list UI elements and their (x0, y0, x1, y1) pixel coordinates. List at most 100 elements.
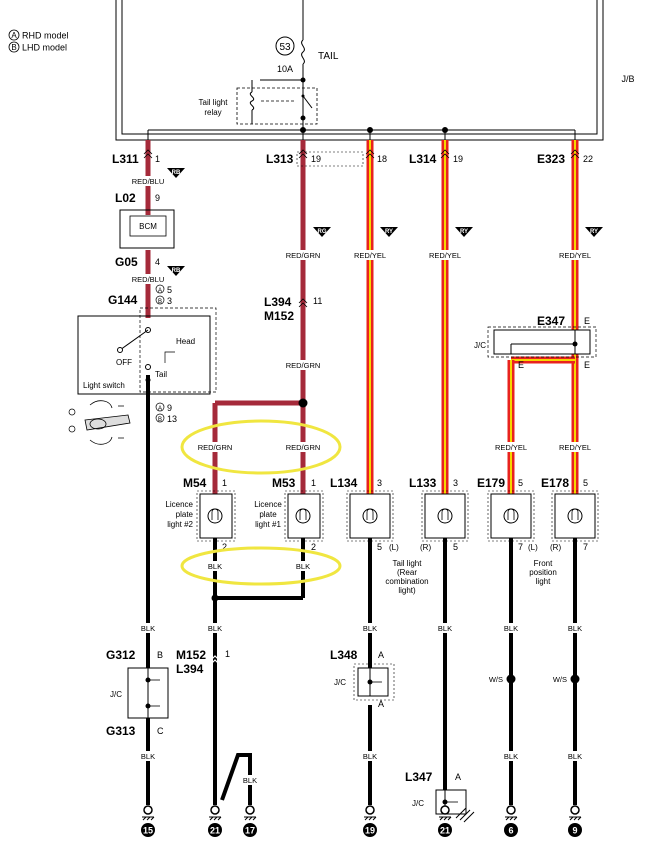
jb-label: J/B (621, 74, 634, 84)
ground-label: 15 (143, 826, 153, 836)
svg-text:7: 7 (518, 542, 523, 552)
label-blk-7: BLK (141, 752, 155, 761)
tail-light-desc-1: Tail light (393, 559, 423, 568)
lamp-m54: M54 1 2 Licence plate light #2 (165, 476, 236, 552)
connector-m152-lower: M152 (176, 648, 206, 662)
switch-off-label: OFF (116, 358, 132, 367)
label-blk-1: BLK (141, 624, 155, 633)
badge-ry-1: RY (385, 229, 393, 235)
svg-text:4: 4 (155, 257, 160, 267)
connector-e347: E347 (537, 314, 565, 328)
svg-text:5: 5 (453, 542, 458, 552)
label-red-yel-3: RED/YEL (559, 251, 591, 260)
label-red-yel-5: RED/YEL (559, 443, 591, 452)
relay-label-1: Tail light (199, 98, 229, 107)
svg-text:A: A (378, 699, 384, 709)
badge-rb-1: RB (172, 170, 181, 176)
switch-head-label: Head (176, 337, 195, 346)
svg-text:A: A (158, 288, 162, 294)
label-red-blu-1: RED/BLU (132, 177, 165, 186)
svg-text:3: 3 (453, 478, 458, 488)
ground-label: 19 (365, 826, 375, 836)
connector-l394: L394 (264, 295, 292, 309)
svg-text:light): light) (398, 586, 416, 595)
label-ws-2: W/S (553, 675, 567, 684)
front-pos-desc-1: Front (534, 559, 553, 568)
ground-symbol: 21 (438, 805, 452, 837)
light-switch-group: A 5 B 3 G144 OFF Tail Head Light switch … (68, 284, 217, 445)
ground-symbol: 15 (141, 805, 155, 837)
svg-text:light: light (536, 577, 551, 586)
label-red-grn-1: RED/GRN (286, 251, 321, 260)
svg-text:5: 5 (583, 478, 588, 488)
label-blk-8: BLK (363, 752, 377, 761)
legend-a-mark: A (11, 31, 17, 40)
svg-text:11: 11 (313, 296, 322, 306)
bcm-label: BCM (139, 222, 157, 231)
connector-l02: L02 (115, 191, 136, 205)
connector-m152: M152 (264, 309, 294, 323)
lamp-e179-name: E179 (477, 476, 505, 490)
svg-text:plate: plate (259, 510, 277, 519)
connector-g05: G05 (115, 255, 138, 269)
connector-m152-l394-lower: M152 L394 1 (176, 648, 230, 676)
e347-jc-label: J/C (474, 341, 486, 350)
ground-symbol: 9 (568, 805, 582, 837)
ground-label: 17 (245, 826, 255, 836)
svg-text:9: 9 (167, 403, 172, 413)
svg-text:E: E (584, 316, 590, 326)
svg-text:(L): (L) (389, 543, 399, 552)
label-blk-m54: BLK (208, 562, 222, 571)
ground-symbol: 17 (243, 805, 257, 837)
lamp-m53-name: M53 (272, 476, 296, 490)
jb-bus (147, 118, 576, 140)
svg-text:19: 19 (453, 154, 463, 164)
legend: A RHD model B LHD model (8, 29, 69, 53)
svg-text:3: 3 (167, 296, 172, 306)
legend-b-mark: B (11, 43, 16, 52)
highlight-annotations (180, 419, 342, 586)
svg-text:A: A (455, 772, 461, 782)
lamp-l134-name: L134 (330, 476, 358, 490)
label-blk-10: BLK (568, 752, 582, 761)
l347-jc-label: J/C (412, 799, 424, 808)
badge-ry-3: RY (590, 229, 598, 235)
label-blk-4: BLK (438, 624, 452, 633)
l348-jc-label: J/C (334, 678, 346, 687)
lamp-e178-name: E178 (541, 476, 569, 490)
connector-l394-lower: L394 (176, 662, 204, 676)
svg-text:plate: plate (176, 510, 194, 519)
lamp-e178: E178 5 7 (R) (541, 476, 599, 552)
legend-b-text: LHD model (22, 43, 67, 53)
switch-stalk-icon (68, 400, 131, 445)
lamps: M54 1 2 Licence plate light #2 M53 1 2 L… (165, 476, 599, 595)
svg-text:B: B (158, 417, 162, 423)
highlight-red-grn (180, 419, 342, 475)
top-connectors: L311 1 L313 19 18 L314 19 E323 22 (112, 149, 593, 167)
lamp-m53: M53 1 2 Licence plate light #1 (254, 476, 324, 552)
svg-text:(L): (L) (528, 543, 538, 552)
label-red-grn-2: RED/GRN (286, 361, 321, 370)
svg-text:B: B (157, 650, 163, 660)
junction-block: J/B (115, 0, 635, 141)
svg-text:light #2: light #2 (167, 520, 193, 529)
svg-text:E: E (518, 360, 524, 370)
connector-l314: L314 (409, 152, 437, 166)
connector-g312: G312 (106, 648, 136, 662)
ground-symbol: 6 (504, 805, 518, 837)
svg-text:A: A (378, 650, 384, 660)
lamp-l134: L134 3 5 (L) (330, 476, 399, 552)
svg-text:A: A (158, 406, 162, 412)
label-red-grn-m54: RED/GRN (198, 443, 233, 452)
svg-text:combination: combination (385, 577, 428, 586)
label-blk-ground-17: BLK (243, 776, 257, 785)
connector-l394-m152: L394 M152 11 (264, 295, 322, 323)
label-red-yel-4: RED/YEL (495, 443, 527, 452)
badge-rg: RG (318, 229, 327, 235)
fuse-rating: 10A (277, 64, 293, 74)
light-switch-label: Light switch (83, 381, 125, 390)
highlight-blk (180, 546, 342, 586)
fuse-tail: 53 TAIL 10A (275, 0, 339, 134)
connector-l347: L347 (405, 770, 433, 784)
